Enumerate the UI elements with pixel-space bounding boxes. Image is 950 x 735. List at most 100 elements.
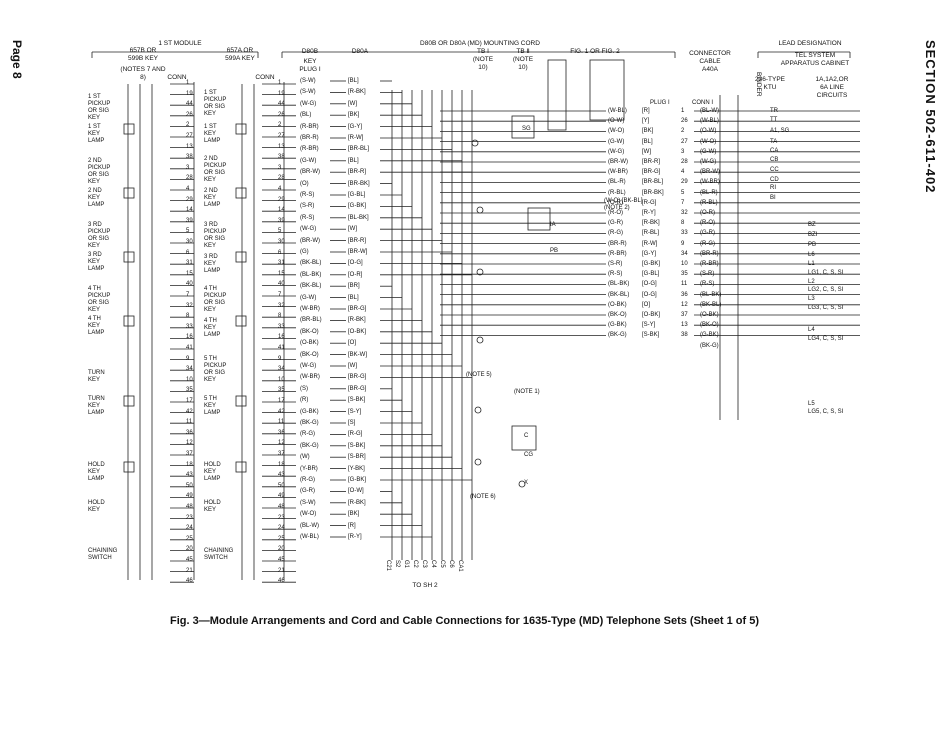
conn-number-mid: 45 xyxy=(278,557,285,563)
conn-number-mid: 3 xyxy=(278,164,282,171)
left-key-label: 4 TH PICKUP OR SIG KEY xyxy=(88,286,111,313)
connector-code: (BL-R) xyxy=(700,189,718,196)
cord-code-d80b: (O-BK) xyxy=(300,340,319,347)
lead-designation: CB xyxy=(770,157,779,163)
connector-code: (W-BL) xyxy=(700,118,719,125)
cord-code-d80a: [O-W] xyxy=(348,488,364,495)
cord-code-d80a: [O-R] xyxy=(348,271,363,278)
cord-code-d80b: (W-BR) xyxy=(300,306,320,312)
cord-code-d80b: (S) xyxy=(300,385,308,392)
bottom-lead-letter: C2 xyxy=(412,560,418,568)
left-key-label: 2 ND KEY LAMP xyxy=(88,188,105,208)
conn-number-left: 40 xyxy=(186,281,193,288)
lamp-symbol xyxy=(123,187,135,199)
conn-number-left: 8 xyxy=(186,313,190,320)
lamp-symbol xyxy=(123,461,135,473)
cord-code-d80a: [R-BK] xyxy=(348,89,366,96)
cord-code-d80a: [BL] xyxy=(348,157,359,164)
lamp-symbol xyxy=(123,123,135,135)
conn-number-left: 19 xyxy=(186,90,193,97)
mid-key-label: HOLD KEY xyxy=(204,500,221,513)
cord-code-d80a: [S-BK] xyxy=(348,397,366,404)
lead-designation: L1 xyxy=(808,261,815,267)
conn-number-left: 48 xyxy=(186,504,193,510)
lead-designation: L4 xyxy=(808,327,815,333)
conn-number-left: 28 xyxy=(186,175,193,182)
plug-pin-number: 1 xyxy=(681,108,685,114)
conn-number-mid: 26 xyxy=(278,111,285,118)
tb-block xyxy=(547,59,567,131)
cord-code-d80a: [BL] xyxy=(348,294,359,301)
terminal-1 xyxy=(471,139,479,147)
mid-key-label: 3 RD PICKUP OR SIG KEY xyxy=(204,222,227,249)
cord-code-d80a: [R-G] xyxy=(348,431,363,438)
header-conn-mid: CONN xyxy=(255,74,275,81)
terminal-3 xyxy=(476,268,484,276)
terminal-2 xyxy=(476,206,484,214)
conn-number-left: 10 xyxy=(186,376,193,383)
figure-caption: Fig. 3—Module Arrangements and Cord and … xyxy=(170,615,759,627)
connector-code: (R-BR) xyxy=(700,261,719,267)
left-key-label: HOLD KEY xyxy=(88,500,105,513)
plug-code-right: [O-G] xyxy=(642,281,657,288)
cord-code-d80b: (G) xyxy=(300,249,309,255)
plug-code-right: [BL] xyxy=(642,138,653,145)
connector-code: (BK-G) xyxy=(700,342,719,349)
conn-number-left: 44 xyxy=(186,101,193,108)
cord-code-d80a: [G-BK] xyxy=(348,477,367,483)
plug-code-left: (BR-R) xyxy=(608,240,627,247)
conn-number-left: 6 xyxy=(186,249,190,256)
connector-code: (W-O) xyxy=(700,138,717,145)
plug-code-left: (BL-R) xyxy=(608,179,626,186)
cord-code-d80b: (W-G) xyxy=(300,363,317,369)
cord-code-d80b: (W-BR) xyxy=(300,374,320,381)
conn-number-mid: 23 xyxy=(278,514,285,521)
lead-designation: A1, SG xyxy=(770,128,790,134)
plug-code-left: (O-W) xyxy=(608,118,625,125)
left-key-label: CHAINING SWITCH xyxy=(88,548,118,561)
conn-number-mid: 18 xyxy=(278,461,285,468)
conn-number-left: 3 xyxy=(186,164,190,171)
conn-number-mid: 27 xyxy=(278,133,285,139)
plug-pin-number: 10 xyxy=(681,261,688,267)
cord-code-d80b: (BL-W) xyxy=(300,522,319,529)
conn1-label: CONN I xyxy=(692,100,713,106)
connector-code: (G-W) xyxy=(700,148,717,155)
conn-number-left: 50 xyxy=(186,482,193,489)
conn-number-mid: 25 xyxy=(278,535,285,542)
terminal-x xyxy=(518,480,526,488)
conn-number-left: 21 xyxy=(186,567,193,574)
plug-code-left: (R-S) xyxy=(608,271,623,278)
plug-code-left: (W-BL) xyxy=(608,108,627,114)
cord-code-d80b: (BK-O) xyxy=(300,328,319,335)
cord-code-d80a: [G-BK] xyxy=(348,203,367,210)
mid-key-label: 4 TH KEY LAMP xyxy=(204,318,221,338)
plug-code-left: (O-R) xyxy=(608,199,623,206)
mid-key-label: 1 ST PICKUP OR SIG KEY xyxy=(204,90,227,117)
conn-number-mid: 32 xyxy=(278,302,285,309)
plug-pin-number: 8 xyxy=(681,220,685,227)
cord-code-d80a: [S-BK] xyxy=(348,442,366,449)
conn-number-mid: 41 xyxy=(278,345,285,351)
plug-code-right: [G-BL] xyxy=(642,271,660,278)
cord-code-d80b: (R-BR) xyxy=(300,123,319,130)
header-binder: BINDER xyxy=(755,72,762,97)
plug-code-right: [R-Y] xyxy=(642,210,656,216)
conn-number-left: 46 xyxy=(186,578,193,585)
lead-designation: TA xyxy=(770,139,778,145)
conn-number-left: 49 xyxy=(186,493,193,500)
cord-code-d80b: (W-BL) xyxy=(300,534,319,540)
conn-number-left: 36 xyxy=(186,429,193,436)
lead-designation: PB xyxy=(808,242,817,248)
bottom-lead-letter: G1 xyxy=(403,560,409,569)
lead-designation: RI xyxy=(770,185,776,191)
mid-key-label: 2 ND KEY LAMP xyxy=(204,188,221,208)
connector-code: (G-BK) xyxy=(700,332,719,339)
connector-code: (R-G) xyxy=(700,240,715,247)
device-pb: PB xyxy=(550,248,559,254)
plug-code-left: (BK-G) xyxy=(608,332,627,339)
plug-code-right: [O] xyxy=(642,301,651,308)
lead-designation: BI xyxy=(770,195,776,201)
cord-code-d80a: [BL-BK] xyxy=(348,214,369,221)
conn-number-left: 27 xyxy=(186,133,193,139)
